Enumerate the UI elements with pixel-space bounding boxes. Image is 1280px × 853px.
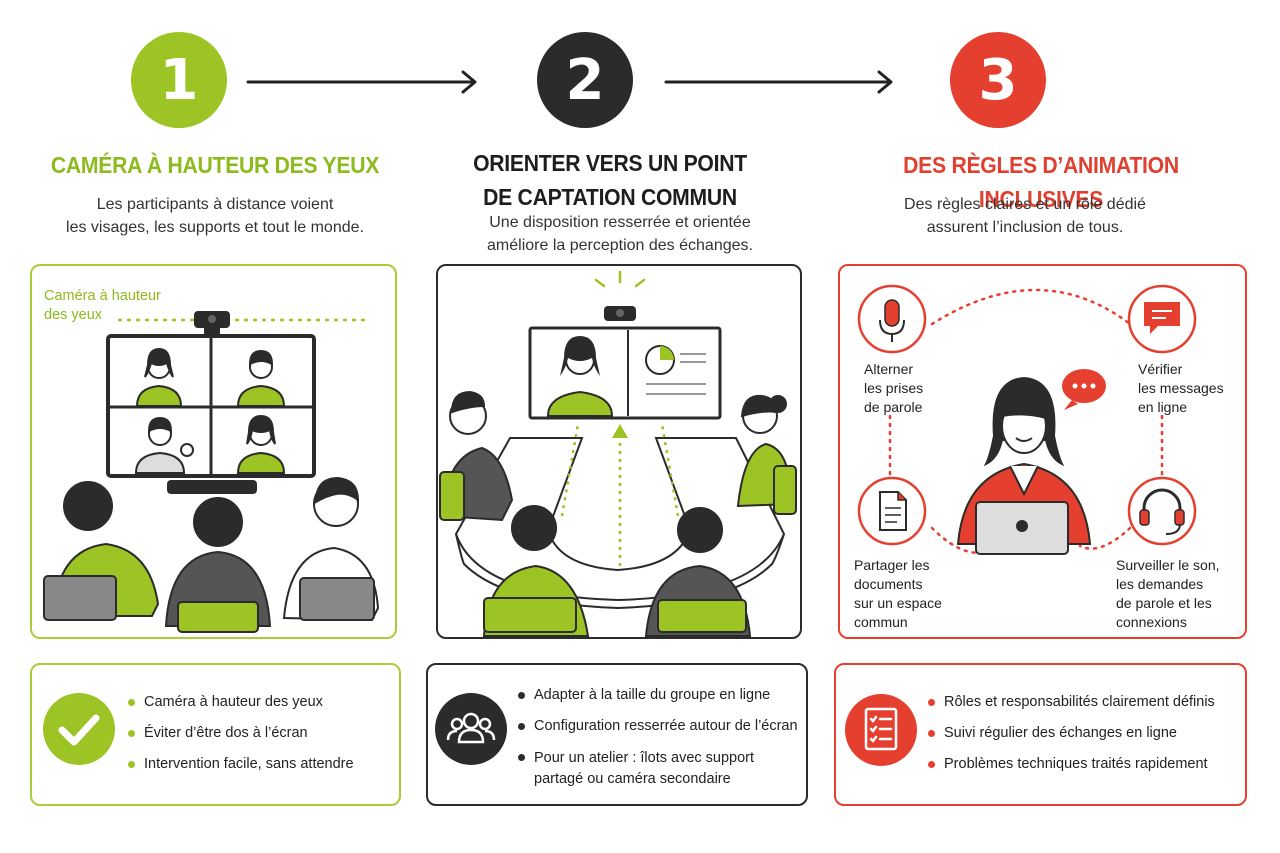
role-speaking-turns: Alterner les prises de parole [864, 360, 923, 417]
participant-right [736, 394, 797, 515]
role-share-documents: Partager les documents sur un espace com… [854, 556, 942, 632]
bullet-item: Configuration resserrée autour de l’écra… [518, 717, 803, 736]
bullet-item: Caméra à hauteur des yeux [128, 693, 354, 712]
local-participant-left [43, 481, 160, 621]
role-line: commun [854, 614, 908, 630]
label-line: des yeux [44, 307, 103, 323]
bullet-item: Pour un atelier : îlots avec support par… [518, 748, 803, 790]
description-line: assurent l’inclusion de tous. [926, 219, 1124, 236]
role-line: en ligne [1138, 399, 1188, 415]
role-line: les messages [1138, 380, 1224, 396]
description-line: Des règles claires et un rôle dédié [904, 196, 1146, 213]
remote-participant [236, 414, 286, 474]
shared-screen [528, 326, 722, 420]
local-participant-center [164, 497, 272, 633]
label-line: Caméra à hauteur [44, 288, 161, 304]
focus-rays [594, 270, 646, 288]
participant-front-right [644, 507, 752, 637]
step-1-bullets: Caméra à hauteur des yeux Éviter d’être … [128, 693, 354, 774]
microphone-icon [857, 284, 927, 354]
description-line: améliore la perception des échanges. [487, 237, 753, 254]
step-1-number: 1 [131, 32, 227, 128]
webcam-icon [194, 311, 230, 334]
step-3-bullets: Rôles et responsabilités clairement défi… [928, 693, 1215, 774]
meeting-table-illustration [439, 270, 797, 637]
participant-front-left [482, 505, 590, 637]
description-line: Une disposition resserrée et orientée [489, 214, 751, 231]
role-line: de parole et les [1116, 595, 1212, 611]
role-line: les demandes [1116, 576, 1204, 592]
bullet-item: Rôles et responsabilités clairement défi… [928, 693, 1215, 712]
bullet-item: Problèmes techniques traités rapidement [928, 755, 1215, 774]
webcam-icon [604, 306, 636, 321]
description-line: les visages, les supports et tout le mon… [66, 219, 364, 236]
local-participant-right [282, 476, 380, 622]
remote-participant [236, 349, 286, 407]
step-2-summary-box [426, 663, 808, 806]
checklist-icon [845, 694, 917, 766]
step-arrows [246, 70, 893, 94]
bullet-item: Éviter d’être dos à l’écran [128, 724, 354, 743]
document-icon [857, 476, 927, 546]
group-icon [435, 693, 507, 765]
speech-bubble-icon [1062, 369, 1106, 410]
remote-participant [134, 416, 194, 474]
role-line: Partager les [854, 557, 930, 573]
role-check-messages: Vérifier les messages en ligne [1138, 360, 1224, 417]
arrow-2-to-3 [664, 70, 893, 94]
role-line: documents [854, 576, 923, 592]
role-line: de parole [864, 399, 923, 415]
role-line: Surveiller le son, [1116, 557, 1220, 573]
role-line: Alterner [864, 361, 914, 377]
facilitator [956, 376, 1092, 555]
step-1-description: Les participants à distance voient les v… [30, 193, 400, 239]
step-2-title: ORIENTER VERS UN POINT DE CAPTATION COMM… [444, 146, 775, 214]
step-2-title-line: DE CAPTATION COMMUN [483, 184, 737, 210]
bullet-item: Suivi régulier des échanges en ligne [928, 724, 1215, 743]
focus-arrows [560, 423, 680, 566]
chat-message-icon [1127, 284, 1197, 354]
headset-icon [1127, 476, 1197, 546]
role-monitor-sound: Surveiller le son, les demandes de parol… [1116, 556, 1220, 632]
step-3-title: DES RÈGLES D’ANIMATION INCLUSIVES [903, 152, 1179, 212]
step-3-number: 3 [950, 32, 1046, 128]
bullet-item: Intervention facile, sans attendre [128, 755, 354, 774]
role-line: sur un espace [854, 595, 942, 611]
step-3-description: Des règles claires et un rôle dédié assu… [840, 193, 1210, 239]
role-line: connexions [1116, 614, 1187, 630]
camera-eye-level-label: Caméra à hauteur des yeux [44, 287, 161, 325]
check-icon [43, 693, 115, 765]
connection-loop [888, 288, 1164, 555]
arrow-head [612, 424, 628, 438]
remote-participant [135, 347, 183, 407]
step-2-description: Une disposition resserrée et orientée am… [440, 211, 800, 257]
step-1-title: CAMÉRA À HAUTEUR DES YEUX [50, 152, 380, 178]
facilitator-illustration [857, 284, 1197, 555]
description-line: Les participants à distance voient [96, 196, 334, 213]
participant-left [439, 390, 514, 522]
step-2-number: 2 [537, 32, 633, 128]
role-line: Vérifier [1138, 361, 1183, 377]
step-2-title-line: ORIENTER VERS UN POINT [473, 150, 747, 176]
arrow-1-to-2 [246, 70, 477, 94]
videoconference-room-illustration [43, 311, 380, 633]
step-2-bullets: Adapter à la taille du groupe en ligne C… [518, 686, 803, 790]
bullet-item: Adapter à la taille du groupe en ligne [518, 686, 803, 705]
role-line: les prises [864, 380, 924, 396]
